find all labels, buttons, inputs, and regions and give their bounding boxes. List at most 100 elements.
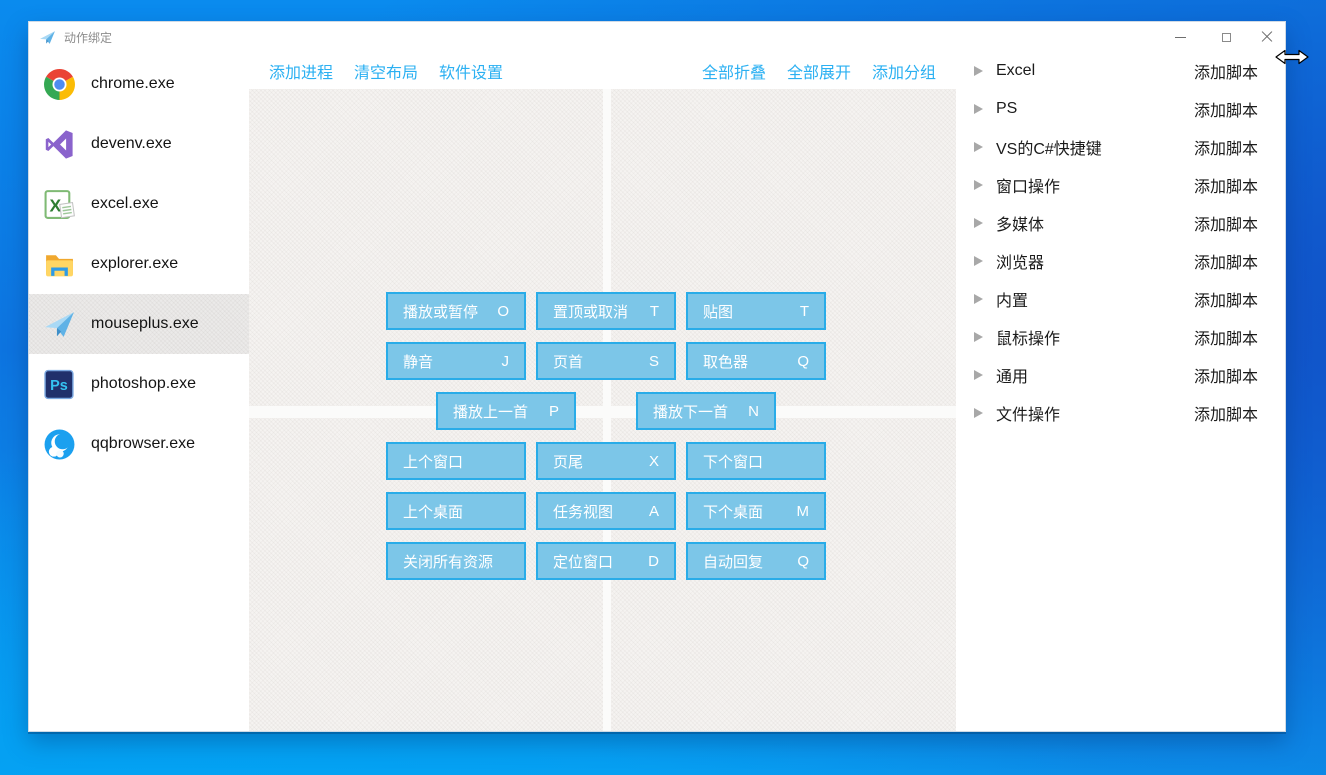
binding-label: 页尾 <box>553 453 584 471</box>
binding-button[interactable]: 播放上一首 P <box>436 392 576 430</box>
visual-studio-icon <box>43 128 76 161</box>
binding-button[interactable]: 自动回复 Q <box>686 542 826 580</box>
group-row[interactable]: 窗口操作 添加脚本 <box>961 166 1285 204</box>
toolbar-link[interactable]: 添加进程 <box>269 64 334 82</box>
expand-arrow-icon[interactable] <box>974 370 983 380</box>
expand-arrow-icon[interactable] <box>974 142 983 152</box>
binding-button[interactable]: 播放或暂停 O <box>386 292 526 330</box>
binding-key: M <box>796 502 810 520</box>
binding-label: 定位窗口 <box>553 553 614 571</box>
toolbar-link[interactable]: 全部展开 <box>786 64 851 82</box>
binding-key: O <box>497 302 509 320</box>
process-sidebar: chrome.exe devenv.exe X excel.exe explor… <box>29 52 249 731</box>
binding-buttons-layer: 播放或暂停 O 置顶或取消 T 贴图 T 静音 J 页首 S 取色器 Q <box>249 52 963 731</box>
excel-icon: X <box>43 188 76 221</box>
group-row[interactable]: 鼠标操作 添加脚本 <box>961 318 1285 356</box>
sidebar-item[interactable]: explorer.exe <box>29 234 249 294</box>
toolbar-link[interactable]: 清空布局 <box>354 64 419 82</box>
titlebar[interactable]: 动作绑定 <box>29 22 1285 52</box>
binding-button[interactable]: 下个桌面 M <box>686 492 826 530</box>
expand-arrow-icon[interactable] <box>974 66 983 76</box>
binding-button[interactable]: 贴图 T <box>686 292 826 330</box>
group-name: 浏览器 <box>996 255 1045 272</box>
group-name: 鼠标操作 <box>996 331 1061 348</box>
binding-key: Q <box>797 552 809 570</box>
binding-key: P <box>548 402 559 420</box>
paper-plane-app-icon <box>39 29 56 46</box>
binding-label: 自动回复 <box>703 553 764 571</box>
sidebar-item-label: devenv.exe <box>91 135 172 152</box>
sidebar-item[interactable]: qqbrowser.exe <box>29 414 249 474</box>
binding-key: T <box>649 302 659 320</box>
expand-arrow-icon[interactable] <box>974 256 983 266</box>
binding-label: 下个桌面 <box>703 503 764 521</box>
expand-arrow-icon[interactable] <box>974 104 983 114</box>
photoshop-icon: Ps <box>43 368 76 401</box>
group-row[interactable]: 内置 添加脚本 <box>961 280 1285 318</box>
group-name: Excel <box>996 62 1036 79</box>
binding-button[interactable]: 上个窗口 <box>386 442 526 480</box>
group-name: 文件操作 <box>996 407 1061 424</box>
group-name: VS的C#快捷键 <box>996 141 1102 158</box>
binding-button[interactable]: 播放下一首 N <box>636 392 776 430</box>
toolbar-link[interactable]: 软件设置 <box>439 64 504 82</box>
binding-button[interactable]: 静音 J <box>386 342 526 380</box>
add-script-button[interactable]: 添加脚本 <box>1193 141 1258 158</box>
expand-arrow-icon[interactable] <box>974 294 983 304</box>
add-script-button[interactable]: 添加脚本 <box>1193 103 1258 120</box>
binding-key: X <box>648 452 659 470</box>
binding-button[interactable]: 上个桌面 <box>386 492 526 530</box>
binding-key: N <box>748 402 759 420</box>
binding-label: 关闭所有资源 <box>403 553 494 571</box>
group-row[interactable]: PS 添加脚本 <box>961 90 1285 128</box>
binding-key: Q <box>797 352 809 370</box>
sidebar-item[interactable]: chrome.exe <box>29 54 249 114</box>
add-script-button[interactable]: 添加脚本 <box>1193 255 1258 272</box>
svg-text:X: X <box>50 195 62 215</box>
group-row[interactable]: 浏览器 添加脚本 <box>961 242 1285 280</box>
group-row[interactable]: 文件操作 添加脚本 <box>961 394 1285 432</box>
group-row[interactable]: 通用 添加脚本 <box>961 356 1285 394</box>
add-script-button[interactable]: 添加脚本 <box>1193 217 1258 234</box>
binding-key: J <box>501 352 510 370</box>
horizontal-resize-cursor-icon <box>1275 48 1309 66</box>
minimize-icon <box>1174 36 1186 38</box>
binding-button[interactable]: 任务视图 A <box>536 492 676 530</box>
sidebar-item[interactable]: devenv.exe <box>29 114 249 174</box>
toolbar-link[interactable]: 全部折叠 <box>701 64 766 82</box>
close-icon <box>1261 31 1273 43</box>
sidebar-item[interactable]: Ps photoshop.exe <box>29 354 249 414</box>
add-script-button[interactable]: 添加脚本 <box>1193 179 1258 196</box>
group-row[interactable]: 多媒体 添加脚本 <box>961 204 1285 242</box>
add-script-button[interactable]: 添加脚本 <box>1193 293 1258 310</box>
binding-button[interactable]: 定位窗口 D <box>536 542 676 580</box>
expand-arrow-icon[interactable] <box>974 180 983 190</box>
expand-arrow-icon[interactable] <box>974 218 983 228</box>
sidebar-item[interactable]: mouseplus.exe <box>29 294 249 354</box>
binding-button[interactable]: 下个窗口 <box>686 442 826 480</box>
add-script-button[interactable]: 添加脚本 <box>1193 369 1258 386</box>
binding-button[interactable]: 页尾 X <box>536 442 676 480</box>
add-script-button[interactable]: 添加脚本 <box>1193 65 1258 82</box>
binding-button[interactable]: 置顶或取消 T <box>536 292 676 330</box>
binding-label: 上个桌面 <box>403 503 464 521</box>
minimize-button[interactable] <box>1157 22 1203 52</box>
sidebar-item[interactable]: X excel.exe <box>29 174 249 234</box>
binding-button[interactable]: 页首 S <box>536 342 676 380</box>
group-row[interactable]: Excel 添加脚本 <box>961 52 1285 90</box>
add-script-button[interactable]: 添加脚本 <box>1193 407 1258 424</box>
maximize-button[interactable] <box>1203 22 1249 52</box>
toolbar-link[interactable]: 添加分组 <box>871 64 936 82</box>
sidebar-item-label: qqbrowser.exe <box>91 435 196 452</box>
add-script-button[interactable]: 添加脚本 <box>1193 331 1258 348</box>
chrome-icon <box>43 68 76 101</box>
binding-label: 贴图 <box>703 303 734 321</box>
binding-label: 下个窗口 <box>703 453 764 471</box>
expand-arrow-icon[interactable] <box>974 408 983 418</box>
binding-label: 播放下一首 <box>653 403 729 421</box>
binding-button[interactable]: 关闭所有资源 <box>386 542 526 580</box>
sidebar-item-label: photoshop.exe <box>91 375 196 392</box>
binding-button[interactable]: 取色器 Q <box>686 342 826 380</box>
expand-arrow-icon[interactable] <box>974 332 983 342</box>
group-row[interactable]: VS的C#快捷键 添加脚本 <box>961 128 1285 166</box>
